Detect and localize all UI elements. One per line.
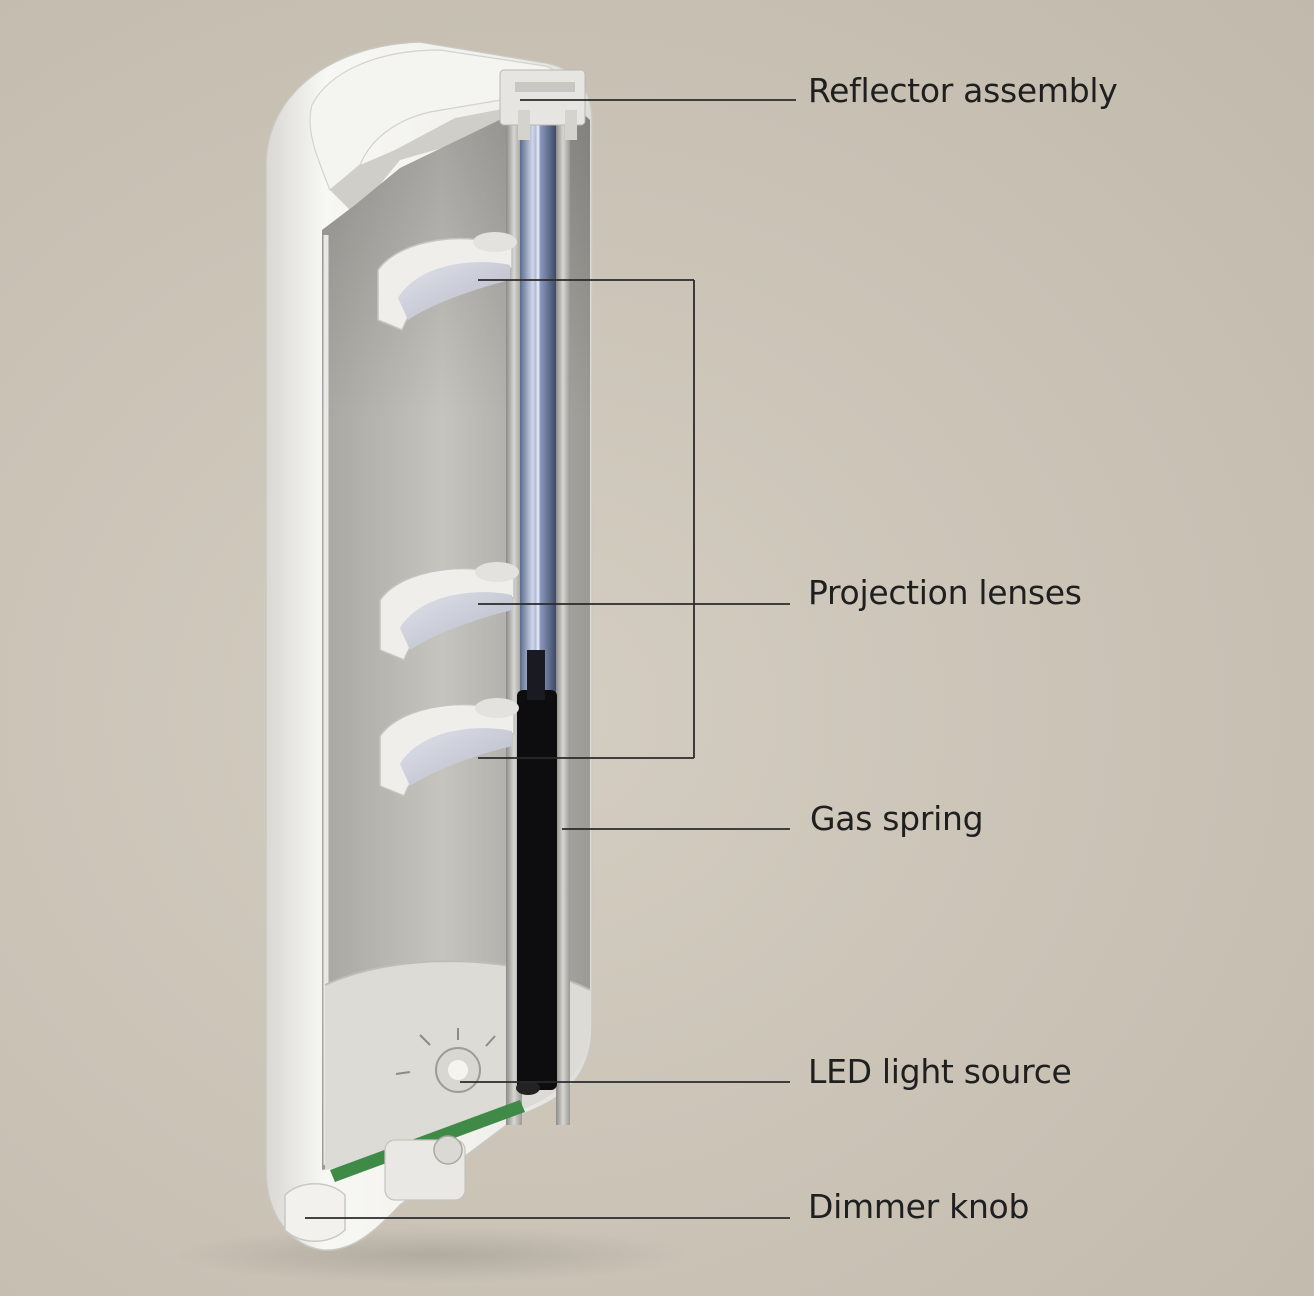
projection-lens: [377, 232, 517, 331]
leader-lines: [305, 99, 796, 1219]
projection-lens: [379, 698, 519, 797]
projection-lens: [379, 562, 519, 661]
callout-reflector-assembly: Reflector assembly: [808, 71, 1118, 110]
floor-shadow: [170, 1227, 690, 1283]
gas-spring: [516, 650, 557, 1095]
callout-gas-spring: Gas spring: [810, 799, 984, 838]
reflector-assembly: [499, 69, 586, 140]
callout-projection-lenses: Projection lenses: [808, 573, 1082, 612]
callout-dimmer-knob: Dimmer knob: [808, 1187, 1030, 1226]
dimmer-knob: [284, 1135, 466, 1242]
callout-led-light-source: LED light source: [808, 1052, 1072, 1091]
